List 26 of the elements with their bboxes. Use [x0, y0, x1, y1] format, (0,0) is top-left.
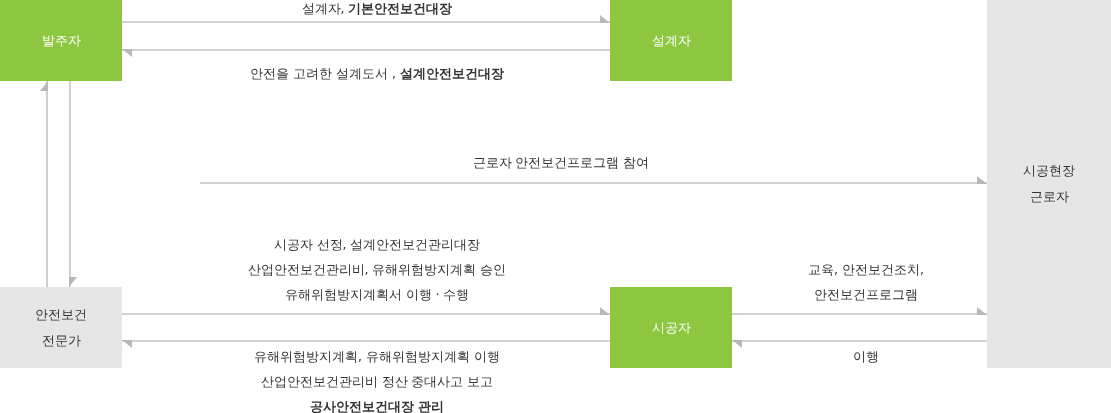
edge-label: 교육, 안전보건조치, 안전보건프로그램: [807, 261, 925, 304]
edge-label: 시공자 선정, 설계안전보건관리대장 산업안전보건관리비, 유해위험방지계획 승인 유해위험방지계획서 이행 · 수행: [246, 236, 508, 304]
edge-label: 설계자, 기본안전보건대장: [300, 0, 454, 18]
role-label: 발주자: [41, 31, 81, 50]
arrow: [69, 80, 77, 288]
arrow: [121, 340, 611, 348]
edge-label: 유해위험방지계획, 유해위험방지계획 이행 산업안전보건관리비 정산 중대사고 보고 공사안전보건대장 관리: [253, 348, 501, 413]
edge-label: 근로자 안전보건프로그램 참여: [471, 154, 651, 172]
arrow: [731, 307, 988, 315]
edge-label: 안전을 고려한 설계도서 , 설계안전보건대장: [249, 65, 505, 83]
arrow: [121, 307, 611, 315]
arrow: [199, 176, 988, 184]
arrow: [121, 49, 611, 57]
role-label: 안전보건 전문가: [34, 305, 88, 350]
role-box: [610, 287, 732, 368]
arrow: [731, 340, 988, 348]
role-box: [0, 287, 122, 368]
arrow: [40, 80, 48, 288]
role-label: 설계자: [651, 31, 691, 50]
arrow: [121, 15, 611, 23]
role-box: [987, 0, 1111, 368]
role-label: 시공현장 근로자: [1022, 162, 1076, 206]
role-box: [610, 0, 732, 81]
role-box: [0, 0, 122, 81]
role-label: 시공자: [651, 318, 691, 337]
edge-label: 이행: [852, 348, 880, 366]
